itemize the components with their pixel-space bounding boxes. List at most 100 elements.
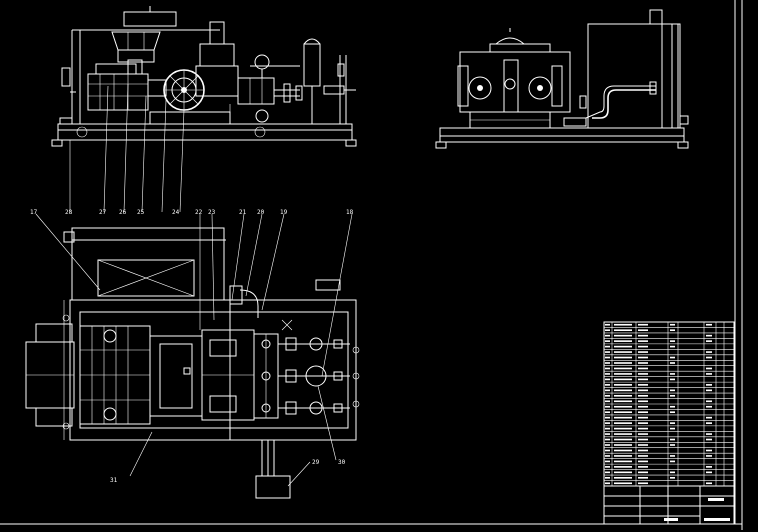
parts-table-cell-text	[614, 334, 632, 337]
parts-table-cell-text	[670, 323, 675, 326]
parts-table-cell-text	[614, 329, 632, 332]
parts-table-cell-text	[605, 389, 610, 392]
parts-table-cell-text	[605, 449, 610, 452]
parts-table-cell-text	[638, 362, 648, 364]
parts-table-cell-text	[605, 466, 610, 468]
balloon-label: 23	[208, 209, 216, 216]
parts-table-cell-text	[605, 444, 610, 446]
parts-table-cell-text	[638, 455, 648, 457]
balloon-label: 18	[346, 209, 354, 216]
parts-table-cell-text	[706, 455, 712, 457]
parts-table-cell-text	[638, 389, 648, 392]
balloon-label: 26	[119, 209, 127, 216]
parts-table-cell-text	[670, 378, 675, 381]
parts-table-cell-text	[638, 466, 648, 468]
parts-table-cell-text	[670, 476, 675, 479]
parts-table-cell-text	[706, 433, 712, 435]
parts-table-cell-text	[670, 422, 675, 424]
balloon-label: 27	[99, 209, 107, 216]
parts-table-cell-text	[670, 373, 675, 375]
parts-table-cell-text	[706, 389, 712, 392]
parts-table-cell-text	[614, 351, 632, 353]
parts-table-cell-text	[614, 482, 632, 485]
parts-table-cell-text	[638, 416, 648, 419]
parts-table-cell-text	[605, 433, 610, 435]
parts-table-cell-text	[638, 411, 648, 414]
parts-table-cell-text	[638, 400, 648, 403]
parts-table-cell-text	[706, 340, 712, 342]
parts-table-cell-text	[605, 362, 610, 364]
parts-table-cell-text	[670, 340, 675, 342]
balloon-label: 29	[312, 459, 320, 466]
parts-table-cell-text	[706, 356, 712, 359]
parts-table-cell-text	[605, 334, 610, 337]
parts-table-cell-text	[638, 438, 648, 441]
parts-table-cell-text	[706, 471, 712, 474]
parts-table-cell-text	[614, 362, 632, 364]
parts-table-cell-text	[605, 438, 610, 441]
parts-table-cell-text	[670, 427, 675, 430]
parts-table-cell-text	[670, 394, 675, 397]
parts-table-cell-text	[706, 466, 712, 468]
parts-table-cell-text	[706, 323, 712, 326]
parts-table-cell-text	[605, 482, 610, 485]
parts-table-cell-text	[614, 373, 632, 375]
parts-table-cell-text	[638, 482, 648, 485]
parts-table-cell-text	[605, 378, 610, 381]
parts-table-cell-text	[706, 482, 712, 485]
parts-table-cell-text	[614, 444, 632, 446]
parts-table-cell-text	[605, 329, 610, 332]
parts-table-cell-text	[614, 438, 632, 441]
front-view-leaders	[69, 83, 185, 213]
plan-view	[25, 227, 360, 499]
parts-table-cell-text	[605, 323, 610, 326]
parts-table-cell-text	[670, 411, 675, 414]
parts-table-cell-text	[605, 476, 610, 479]
parts-table-cell-text	[614, 345, 632, 348]
title-block	[603, 485, 735, 525]
parts-table-cell-text	[706, 351, 712, 353]
parts-table-cell-text	[638, 444, 648, 446]
parts-table-cell-text	[614, 433, 632, 435]
parts-table-cell-text	[670, 329, 675, 332]
parts-table-cell-text	[706, 334, 712, 337]
parts-table-cell-text	[638, 384, 648, 386]
parts-table-cell-text	[706, 373, 712, 375]
balloon-label: 21	[239, 209, 247, 216]
parts-table-cell-text	[670, 405, 675, 408]
parts-table-cell-text	[638, 329, 648, 332]
parts-table-cell-text	[605, 394, 610, 397]
parts-table-cell-text	[605, 427, 610, 430]
parts-table-cell-text	[605, 416, 610, 419]
plan-view-leaders	[35, 213, 353, 487]
parts-table-cell-text	[638, 449, 648, 452]
parts-table-cell-text	[706, 384, 712, 386]
parts-table-cell-text	[638, 334, 648, 337]
parts-table-cell-text	[614, 378, 632, 381]
balloon-label: 30	[338, 459, 346, 466]
parts-table-cell-text	[706, 405, 712, 408]
balloon-label: 31	[110, 477, 118, 484]
balloon-label: 24	[172, 209, 180, 216]
balloon-label: 28	[65, 209, 73, 216]
parts-table-cell-text	[670, 438, 675, 441]
parts-table-cell-text	[638, 460, 648, 463]
parts-table-cell-text	[670, 471, 675, 474]
parts-table-cell-text	[614, 340, 632, 342]
parts-table-cell-text	[638, 367, 648, 370]
parts-table-cell-text	[614, 323, 632, 326]
parts-table-cell-text	[638, 356, 648, 359]
parts-table-cell-text	[614, 356, 632, 359]
balloon-label: 25	[137, 209, 145, 216]
parts-table-cell-text	[638, 323, 648, 326]
parts-table-cell-text	[614, 427, 632, 430]
parts-table-cell-text	[605, 411, 610, 414]
parts-table-cell-text	[614, 411, 632, 414]
parts-table-cell-text	[605, 356, 610, 359]
parts-table-cell-text	[614, 389, 632, 392]
parts-table-cell-text	[670, 389, 675, 392]
parts-table-cell-text	[605, 384, 610, 386]
parts-table-cell-text	[605, 460, 610, 463]
parts-table-cell-text	[706, 422, 712, 424]
parts-table-cell-text	[614, 471, 632, 474]
